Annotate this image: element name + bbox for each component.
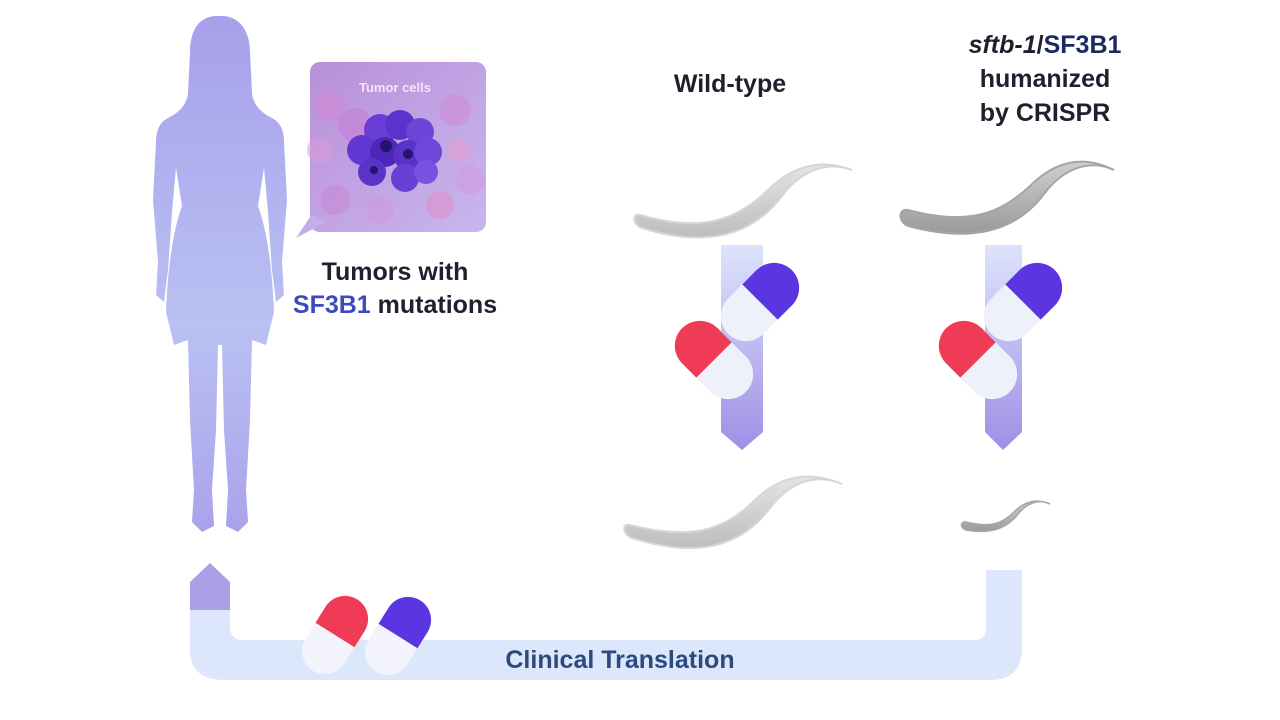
loop-pill-blue [364, 596, 432, 676]
humanized-worm-top [899, 160, 1115, 235]
wildtype-pill-red [674, 320, 754, 400]
tumor-cell-cluster [347, 110, 442, 192]
humanized-label-line3: by CRISPR [979, 99, 1111, 127]
tumors-label-line1: Tumors with [321, 258, 469, 286]
tumors-label: Tumors with SF3B1 mutations [270, 256, 520, 322]
wildtype-pill-blue [720, 262, 800, 342]
gene-slash: / [1036, 31, 1044, 59]
humanized-pill-red [938, 320, 1018, 400]
clinical-translation-label: Clinical Translation [505, 646, 735, 674]
loop-arrowhead [190, 563, 230, 610]
humanized-worm-bottom-small [960, 500, 1051, 533]
patient-silhouette [153, 16, 287, 532]
humanized-label-line2: humanized [979, 65, 1111, 93]
mutations-text: mutations [370, 291, 498, 319]
wildtype-worm-top [633, 163, 853, 239]
gene-sf3b1-highlight: SF3B1 [292, 291, 371, 319]
tumors-label-line2: SF3B1 mutations [270, 289, 520, 322]
humanized-pill-blue [983, 262, 1063, 342]
tumor-cells-caption: Tumor cells [358, 80, 431, 95]
gene-sftb1-italic: sftb-1 [968, 31, 1037, 59]
wildtype-worm-bottom [623, 475, 843, 549]
wildtype-label: Wild-type [673, 70, 787, 98]
gene-sf3b1-human: SF3B1 [1043, 31, 1122, 59]
humanized-label: sftb-1/SF3B1 humanized by CRISPR [930, 28, 1160, 130]
tumor-cells-panel [296, 62, 486, 238]
loop-pill-red [301, 595, 369, 675]
humanized-label-line1: sftb-1/SF3B1 [930, 28, 1160, 62]
